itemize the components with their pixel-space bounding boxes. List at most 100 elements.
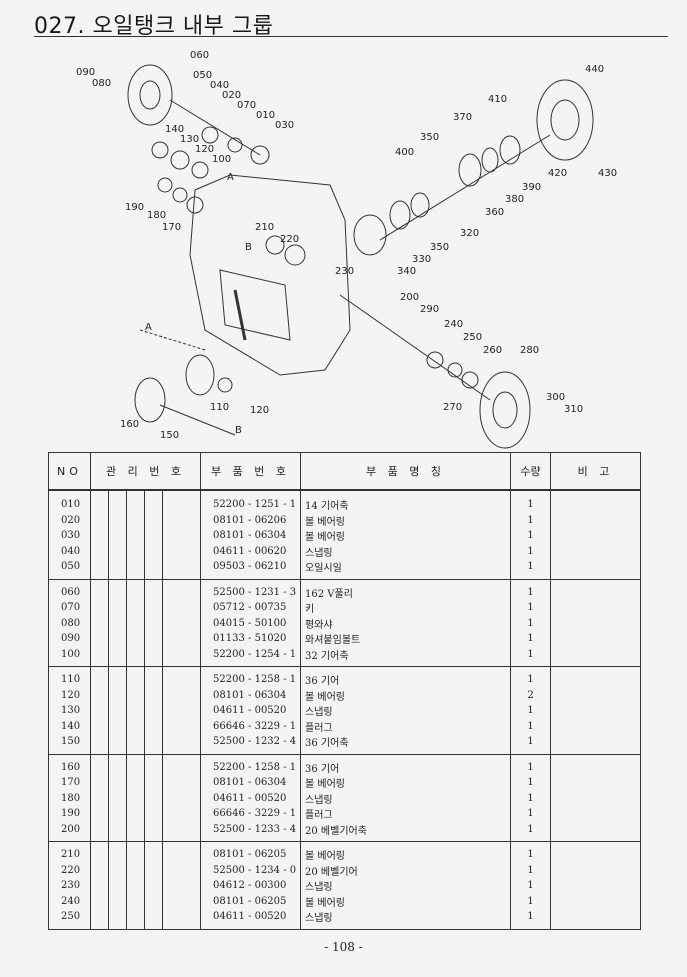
cell-part-name: 볼 베어링: [300, 775, 512, 791]
cell-part-no: 52500 - 1233 - 4: [200, 821, 302, 842]
cell-mgmt: [126, 600, 145, 616]
cell-mgmt: [144, 878, 163, 894]
cell-remarks: [550, 893, 642, 909]
callout-170: 170: [162, 222, 181, 233]
cell-mgmt: [161, 754, 202, 775]
callout-290: 290: [420, 304, 439, 315]
cell-part-no: 52200 - 1258 - 1: [200, 754, 302, 775]
callout-labels: 090 080 060 050 040 020 070 010 030 140 …: [76, 50, 617, 441]
cell-no: 240: [48, 893, 91, 909]
cell-mgmt: [144, 615, 163, 631]
cell-mgmt: [144, 666, 163, 688]
callout-070: 070: [237, 100, 256, 111]
cell-qty: 1: [510, 878, 552, 894]
cell-mgmt: [90, 703, 109, 719]
callout-250: 250: [463, 332, 482, 343]
callout-120-lower: 120: [250, 405, 269, 416]
pulley-top-right: [536, 79, 594, 161]
cell-remarks: [550, 775, 642, 791]
cell-part-no: 52500 - 1234 - 0: [200, 862, 302, 878]
cell-mgmt: [108, 703, 127, 719]
cell-qty: 1: [510, 718, 552, 734]
cell-mgmt: [144, 790, 163, 806]
cell-remarks: [550, 718, 642, 734]
cell-mgmt: [161, 646, 202, 667]
cell-mgmt: [108, 734, 127, 755]
cell-mgmt: [161, 775, 202, 791]
cell-part-no: 52500 - 1232 - 4: [200, 734, 302, 755]
cell-mgmt: [161, 687, 202, 703]
cell-no: 200: [48, 821, 91, 842]
cell-no: 060: [48, 579, 91, 600]
callout-020: 020: [222, 90, 241, 101]
page-title: 027. 오일탱크 내부 그룹: [34, 14, 274, 39]
cell-mgmt: [108, 909, 127, 930]
cell-qty: 2: [510, 687, 552, 703]
cell-mgmt: [144, 528, 163, 544]
cell-remarks: [550, 631, 642, 647]
cell-mgmt: [126, 878, 145, 894]
header-remarks: 비 고: [550, 452, 642, 491]
cell-remarks: [550, 490, 642, 513]
cell-qty: 1: [510, 666, 552, 688]
cell-part-name: 20 베벨기어축: [300, 821, 512, 842]
cell-no: 170: [48, 775, 91, 791]
cell-mgmt: [161, 703, 202, 719]
cell-remarks: [550, 790, 642, 806]
cell-remarks: [550, 734, 642, 755]
cell-part-name: 스냅링: [300, 909, 512, 930]
shaft-bottom-right: [339, 294, 491, 401]
cell-mgmt: [90, 543, 109, 559]
callout-330: 330: [412, 254, 431, 265]
cell-mgmt: [161, 790, 202, 806]
cell-mgmt: [90, 579, 109, 600]
cell-part-name: 볼 베어링: [300, 841, 512, 863]
cell-mgmt: [161, 615, 202, 631]
cell-remarks: [550, 806, 642, 822]
cell-mgmt: [108, 559, 127, 580]
gear-shaft-lower: [159, 404, 236, 436]
cell-mgmt: [90, 646, 109, 667]
callout-b-upper: B: [245, 242, 252, 253]
cell-mgmt: [108, 754, 127, 775]
cell-part-name: 볼 베어링: [300, 528, 512, 544]
cell-mgmt: [126, 490, 145, 513]
cell-mgmt: [126, 615, 145, 631]
cell-remarks: [550, 600, 642, 616]
cell-mgmt: [108, 600, 127, 616]
cell-mgmt: [126, 754, 145, 775]
cell-part-name: 오일시일: [300, 559, 512, 580]
cell-no: 110: [48, 666, 91, 688]
cell-qty: 1: [510, 490, 552, 513]
cell-qty: 1: [510, 909, 552, 930]
cell-part-no: 01133 - 51020: [200, 631, 302, 647]
cell-part-no: 52200 - 1251 - 1: [200, 490, 302, 513]
cell-mgmt: [161, 734, 202, 755]
cell-mgmt: [161, 631, 202, 647]
callout-280: 280: [520, 345, 539, 356]
cell-qty: 1: [510, 528, 552, 544]
callout-350-lower: 350: [430, 242, 449, 253]
callout-030: 030: [275, 120, 294, 131]
cell-mgmt: [108, 687, 127, 703]
cell-qty: 1: [510, 893, 552, 909]
cell-mgmt: [144, 775, 163, 791]
callout-050: 050: [193, 70, 212, 81]
callout-200: 200: [400, 292, 419, 303]
cell-part-no: 04611 - 00620: [200, 543, 302, 559]
cell-remarks: [550, 754, 642, 775]
cell-mgmt: [108, 806, 127, 822]
cell-mgmt: [90, 841, 109, 863]
